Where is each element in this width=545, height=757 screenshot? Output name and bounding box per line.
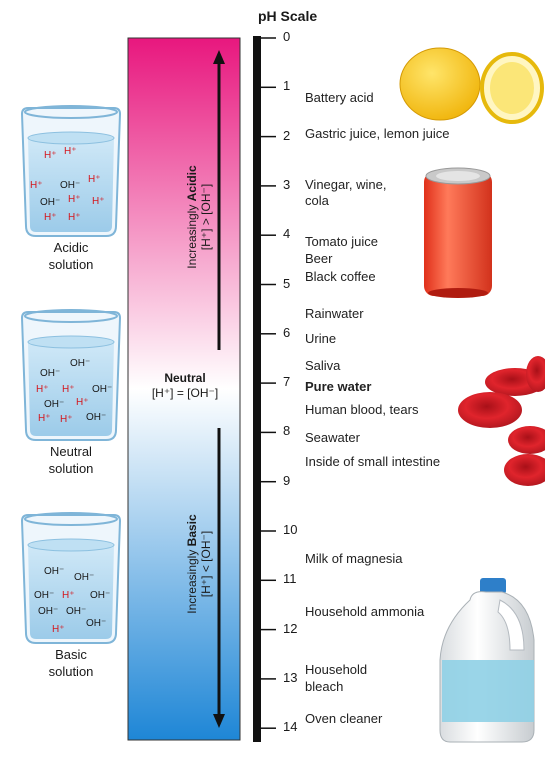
label-tomato-juice: Tomato juice	[305, 234, 378, 249]
label-beer: Beer	[305, 251, 333, 266]
label-small-intestine: Inside of small intestine	[305, 454, 441, 469]
tick-label-6: 6	[283, 324, 291, 340]
tick-label-10: 10	[283, 522, 298, 537]
tick-label-4: 4	[283, 226, 291, 242]
ion-h-b0-1: H⁺	[64, 146, 77, 157]
label-urine: Urine	[305, 331, 337, 346]
ion-h-b2-3: H⁺	[62, 590, 75, 601]
ion-h-b0-0: H⁺	[44, 150, 57, 161]
label-milk-magnesia: Milk of magnesia	[305, 551, 403, 566]
neutral-label: Neutral [H⁺] = [OH⁻]	[151, 371, 219, 400]
ion-h-b1-2: H⁺	[36, 384, 49, 395]
label-rainwater: Rainwater	[305, 306, 364, 321]
scale-axis	[253, 36, 261, 742]
tick-label-11: 11	[283, 571, 297, 587]
tick-label-14: 14	[283, 719, 298, 735]
acidic-beaker	[20, 105, 122, 237]
tick-label-12: 12	[283, 620, 298, 636]
label-battery-acid: Battery acid	[305, 90, 374, 105]
label-bleach: bleach	[305, 679, 344, 694]
tick-label-1: 1	[283, 78, 291, 94]
ion-h-b0-8: H⁺	[44, 212, 57, 223]
label-household: Household	[305, 662, 368, 677]
tick-marks	[261, 37, 276, 729]
ion-h-b1-3: H⁺	[62, 384, 75, 395]
tick-label-7: 7	[283, 374, 291, 390]
label-pure-water: Pure water	[305, 379, 372, 394]
tick-label-9: 9	[283, 472, 291, 488]
label-cola: cola	[305, 193, 329, 208]
label-vinegar-wine: Vinegar, wine,	[305, 177, 387, 192]
ion-oh-b0-3: OH⁻	[60, 180, 81, 191]
label-seawater: Seawater	[305, 430, 360, 445]
ion-oh-b2-4: OH⁻	[90, 590, 111, 601]
acidic-arrow-head	[213, 50, 225, 64]
ion-oh-b0-5: OH⁻	[40, 197, 61, 208]
tick-label-8: 8	[283, 423, 291, 439]
blood-cells-illustration	[458, 356, 545, 486]
neutral-beaker	[20, 309, 122, 441]
bleach-jug-illustration	[439, 578, 535, 743]
ion-oh-b1-5: OH⁻	[44, 399, 65, 410]
ion-h-b0-4: H⁺	[88, 174, 101, 185]
label-black-coffee: Black coffee	[305, 269, 376, 284]
ion-h-b1-6: H⁺	[76, 397, 89, 408]
ion-oh-b2-8: OH⁻	[86, 618, 107, 629]
basic-label: Increasingly Basic [H⁺] < [OH⁻]	[185, 514, 213, 614]
ion-oh-b1-9: OH⁻	[86, 412, 107, 423]
ph-gradient-bar	[127, 37, 241, 741]
label-gastric-lemon: Gastric juice, lemon juice	[305, 126, 450, 141]
ion-oh-b2-2: OH⁻	[34, 590, 55, 601]
label-saliva: Saliva	[305, 358, 341, 373]
label-household-ammonia: Household ammonia	[305, 604, 425, 619]
tick-label-0: 0	[283, 29, 291, 44]
figure-title: pH Scale	[258, 8, 318, 24]
ion-oh-b2-6: OH⁻	[66, 606, 87, 617]
ion-oh-b1-0: OH⁻	[40, 368, 61, 379]
ion-h-b2-7: H⁺	[52, 624, 65, 635]
ion-h-b0-2: H⁺	[30, 180, 43, 191]
basic-beaker	[20, 512, 122, 644]
ion-h-b0-6: H⁺	[68, 194, 81, 205]
ion-h-b1-7: H⁺	[38, 413, 51, 424]
tick-label-3: 3	[283, 176, 291, 192]
soda-can-illustration	[424, 167, 492, 298]
acidic-label: Increasingly Acidic [H⁺] > [OH⁻]	[185, 165, 213, 269]
ion-h-b0-9: H⁺	[68, 212, 81, 223]
lemon-illustration	[399, 47, 544, 124]
label-oven-cleaner: Oven cleaner	[305, 711, 383, 726]
tick-label-2: 2	[283, 127, 291, 143]
basic-arrow-head	[213, 714, 225, 728]
ion-oh-b1-4: OH⁻	[92, 384, 113, 395]
label-blood-tears: Human blood, tears	[305, 402, 419, 417]
tick-label-5: 5	[283, 275, 291, 291]
ion-oh-b2-1: OH⁻	[74, 572, 95, 583]
tick-label-13: 13	[283, 669, 298, 685]
ion-h-b0-7: H⁺	[92, 196, 105, 207]
ion-oh-b2-0: OH⁻	[44, 566, 65, 577]
ion-oh-b2-5: OH⁻	[38, 606, 59, 617]
ion-oh-b1-1: OH⁻	[70, 358, 91, 369]
ion-h-b1-8: H⁺	[60, 414, 73, 425]
